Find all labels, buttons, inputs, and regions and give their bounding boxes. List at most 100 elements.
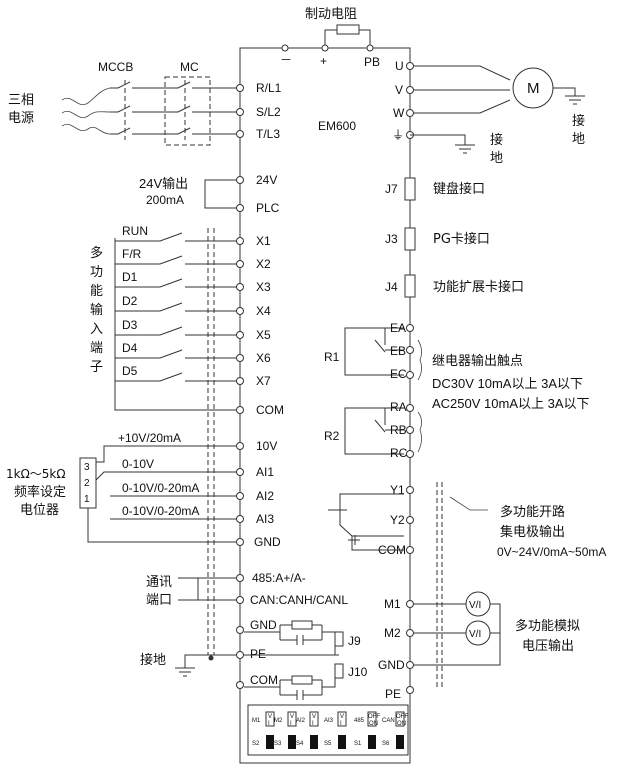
label-j7: J7 (385, 182, 398, 196)
label-x7: X7 (256, 374, 271, 388)
terminal-ai1 (236, 468, 244, 476)
terminal-m2 (406, 629, 414, 637)
dip-switch[interactable] (337, 711, 347, 727)
motor-wires (410, 65, 511, 114)
dip-label: S2 (252, 741, 260, 747)
dip-v-label: V (290, 714, 294, 720)
connector-j4 (404, 274, 416, 298)
dip-switch[interactable] (309, 711, 319, 727)
terminal-x4 (236, 307, 244, 315)
svg-text:能: 能 (90, 284, 103, 299)
label-gnd-out: GND (378, 658, 405, 672)
relay-desc-3: AC250V 10mA以上 3A以下 (432, 396, 590, 411)
terminal-24v (236, 176, 244, 184)
comm-label-1: 通讯 (146, 575, 172, 590)
vi-meter-2-label: V/I (469, 629, 481, 640)
terminal-can (236, 596, 244, 604)
relay-desc-1: 继电器输出触点 (432, 353, 523, 369)
dip-switch[interactable] (287, 711, 297, 727)
terminal-tl3 (236, 130, 244, 138)
dip-switch[interactable] (338, 735, 346, 749)
dip-switch[interactable] (266, 735, 274, 749)
j9-rc-network (244, 620, 344, 655)
label-rb: RB (390, 423, 407, 437)
motor-ground-label-1: 接 (572, 113, 585, 129)
label-j3: J3 (385, 232, 398, 246)
terminal-pb (366, 44, 374, 52)
label-v: V (395, 83, 403, 97)
label-m2: M2 (384, 626, 401, 640)
input-wire-curve (61, 111, 111, 118)
dip-switch[interactable] (367, 711, 377, 727)
label-y2: Y2 (390, 513, 405, 527)
switch-label: D4 (122, 341, 138, 355)
three-phase-label-1: 三相 (8, 93, 34, 108)
dip-label: CAN (382, 718, 395, 724)
label-x6: X6 (256, 351, 271, 365)
terminal-x2 (236, 260, 244, 268)
dip-i-label: I (290, 721, 292, 727)
terminal-485 (236, 574, 244, 582)
terminal-v (406, 86, 414, 94)
dip-switch[interactable] (395, 711, 405, 727)
mc-dashed-box (164, 76, 211, 146)
label-x3: X3 (256, 280, 271, 294)
label-minus: － (280, 53, 292, 67)
pe-ground-label-2: 地 (490, 151, 503, 166)
out24v-label-1: 24V输出 (139, 176, 188, 191)
switch-label: D2 (122, 294, 138, 308)
terminal-sl2 (236, 108, 244, 116)
mc-label: MC (180, 60, 199, 74)
label-pe: PE (250, 647, 266, 661)
connector-j3 (404, 227, 416, 251)
terminal-x3 (236, 283, 244, 291)
dip-label: M1 (252, 718, 261, 724)
label-j10: J10 (348, 665, 368, 679)
left-ground-icon (175, 654, 236, 677)
label-pe-out: PE (385, 687, 401, 701)
ao-desc-2: 电压输出 (522, 638, 574, 654)
label-r1: R1 (324, 350, 340, 364)
terminal-x5 (236, 331, 244, 339)
switch-label: D3 (122, 318, 138, 332)
terminal-ai2 (236, 492, 244, 500)
ref-10v-label: +10V/20mA (118, 431, 181, 445)
terminal-gnd-out (406, 661, 414, 669)
label-10v: 10V (256, 439, 277, 453)
dip-v-label: V (340, 714, 344, 720)
terminal-x1 (236, 237, 244, 245)
dip-off-label: OFF (368, 714, 380, 720)
dip-i-label: I (268, 721, 270, 727)
pot-pin-3: 3 (84, 462, 90, 473)
dip-switch[interactable] (396, 735, 404, 749)
out24v-label-2: 200mA (146, 193, 184, 207)
terminal-eb (406, 346, 414, 354)
comm-bracket (178, 577, 240, 601)
terminal-x7 (236, 377, 244, 385)
label-gnd-j9: GND (250, 618, 277, 632)
dip-switch[interactable] (288, 735, 296, 749)
dip-switch[interactable] (310, 735, 318, 749)
label-com-j10: COM (250, 673, 278, 687)
terminal-w (406, 109, 414, 117)
dip-switch[interactable] (265, 711, 275, 727)
switch-label: F/R (122, 247, 142, 261)
dip-label: S3 (274, 741, 282, 747)
multifunction-input-label: 多 功 能 输 入 端 子 (90, 245, 103, 375)
terminal-gnd-j9 (236, 626, 244, 634)
ao-desc-1: 多功能模拟 (515, 618, 580, 634)
brake-resistor (336, 24, 360, 35)
label-rl1: R/L1 (256, 81, 282, 95)
ext-port-label: 功能扩展卡接口 (433, 279, 524, 295)
input-wire-curve (61, 87, 111, 105)
oc-desc-1: 多功能开路 (500, 504, 565, 520)
label-ai3: AI3 (256, 512, 274, 526)
label-rc: RC (390, 446, 408, 460)
dip-switch[interactable] (368, 735, 376, 749)
label-ea: EA (390, 321, 406, 335)
label-plus: + (320, 54, 327, 68)
dip-switch-panel: M1VIS2M2VIS3AI2VIS4AI3VIS5485OFFONS1CANO… (247, 704, 409, 756)
pot-pin-1: 1 (84, 494, 90, 505)
terminal-ai3 (236, 515, 244, 523)
